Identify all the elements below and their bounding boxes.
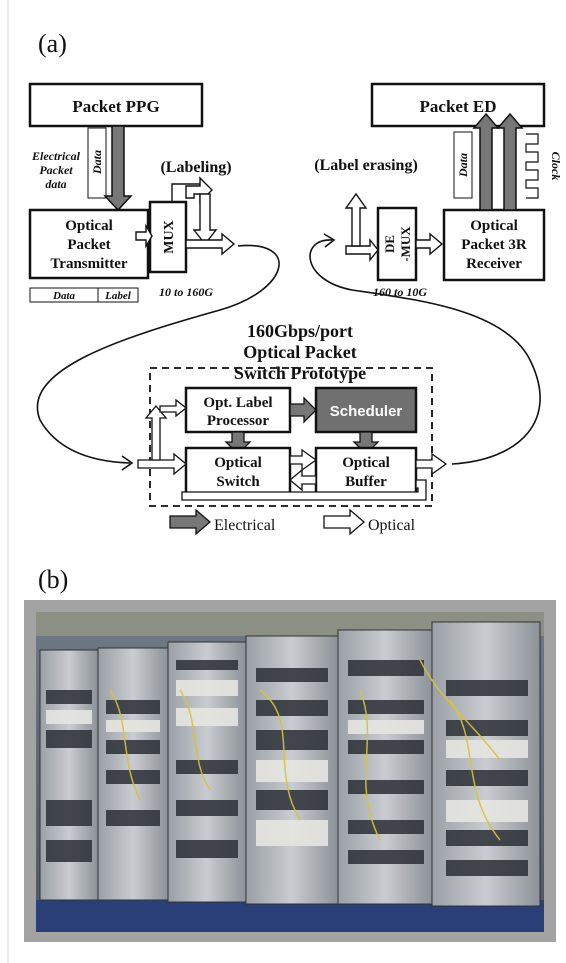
svg-text:Scheduler: Scheduler [330,403,403,420]
svg-text:Buffer: Buffer [345,474,387,490]
svg-text:Optical: Optical [65,218,113,234]
switch-title: 160Gbps/port Optical Packet Switch Proto… [234,321,366,383]
label-erasing-label: (Label erasing) [314,157,418,174]
prototype-boundary [149,367,433,507]
mux-label: MUX [162,220,177,253]
legend-optical-arrow [323,508,365,536]
svg-text:Packet: Packet [39,163,73,177]
optical-packet-receiver-box: Optical Packet 3R Receiver [442,208,546,282]
svg-text:Data: Data [456,153,470,178]
svg-text:data: data [45,177,66,191]
labeling-label: (Labeling) [160,159,231,176]
labeling-optical-arrows [135,176,236,256]
equipment-racks-photo [24,600,556,942]
svg-text:Label: Label [104,290,132,302]
svg-text:Optical: Optical [214,455,262,471]
svg-text:Optical: Optical [470,218,518,234]
svg-text:Optical Packet: Optical Packet [243,342,356,362]
svg-text:Packet: Packet [67,237,110,253]
optical-packet-transmitter-box: Optical Packet Transmitter [28,208,150,280]
svg-text:Electrical: Electrical [31,149,81,163]
demux-box: DE -MUX [376,206,418,282]
svg-text:Opt. Label: Opt. Label [203,395,272,411]
legend-electrical-arrow [169,508,211,536]
packet-ed-label: Packet ED [420,97,497,116]
clock-waveform [525,133,539,199]
processor-to-scheduler-arrow [289,396,317,424]
scheduler-box: Scheduler [314,386,418,434]
rate-tx-label: 10 to 160G [159,285,213,299]
svg-text:Data: Data [52,290,76,302]
switch-optical-arrows [137,398,448,501]
svg-text:Receiver: Receiver [466,256,522,272]
optical-buffer-box: Optical Buffer [314,446,418,496]
svg-text:DE: DE [382,235,397,253]
legend-electrical-label: Electrical [214,517,276,534]
packet-ed-box: Packet ED [370,82,546,128]
clock-label: Clock [549,152,563,181]
svg-text:Optical: Optical [342,455,390,471]
fiber-curve-left [36,244,280,464]
fiber-curve-right [309,239,541,465]
svg-text:Switch Prototype: Switch Prototype [234,363,366,383]
legend-optical-label: Optical [368,517,416,534]
label-processor-box: Opt. Label Processor [184,386,292,434]
svg-text:Packet 3R: Packet 3R [461,237,527,253]
electrical-packet-data-label: Electrical Packet data [31,149,81,191]
rack-1 [39,649,99,901]
svg-text:-MUX: -MUX [398,226,413,262]
fiber-arrowhead-left [121,455,134,471]
optical-switch-box: Optical Switch [184,446,292,496]
label-erasing-optical-arrows [344,192,444,262]
packet-format-box: Data Label [29,287,139,303]
fiber-arrowhead-right [323,233,336,248]
data-tag-right: Data [453,131,473,199]
panel-b-letter: (b) [38,565,68,594]
packet-ppg-box: Packet PPG [28,82,204,128]
svg-text:160Gbps/port: 160Gbps/port [247,321,353,341]
packet-ppg-label: Packet PPG [72,97,159,116]
svg-text:Switch: Switch [216,474,260,490]
panel-a-letter: (a) [38,29,67,58]
svg-text:Data: Data [90,150,104,175]
data-tag-left: Data [87,127,107,199]
ppg-to-transmitter-arrow [103,125,133,212]
mux-box: MUX [148,200,188,274]
receiver-to-ed-arrows [472,112,524,211]
rack-6 [431,621,541,907]
legend: Electrical Optical [169,508,416,536]
svg-text:Processor: Processor [207,413,270,429]
svg-text:Transmitter: Transmitter [50,256,128,272]
